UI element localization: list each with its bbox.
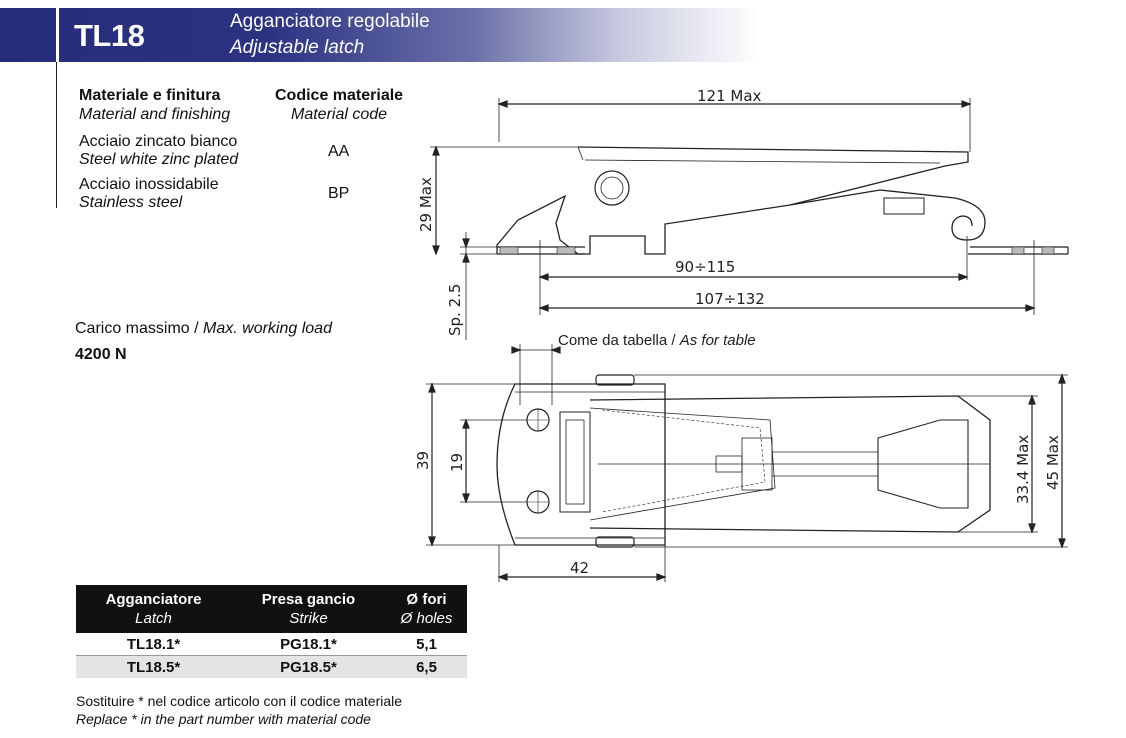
max-load-value: 4200 N: [75, 346, 127, 363]
dim-90-text: 90÷115: [675, 258, 735, 276]
title-italian: Agganciatore regolabile: [230, 11, 430, 32]
product-code-box: [56, 8, 163, 62]
product-code: TL18: [74, 18, 145, 53]
cell-latch: TL18.1*: [76, 633, 231, 656]
pin-bottom: [595, 536, 635, 548]
dim-19-text: 19: [448, 453, 466, 472]
title-english: Adjustable latch: [230, 37, 365, 58]
dim-sp-text: Sp. 2.5: [446, 284, 464, 336]
material-1-code: AA: [328, 143, 350, 160]
material-header-en: Material and finishing: [79, 106, 231, 123]
dim-334-text: 33.4 Max: [1014, 435, 1032, 504]
hook-outline: [789, 189, 986, 241]
dim-107-text: 107÷132: [695, 290, 765, 308]
material-1-it: Acciaio zincato bianco: [79, 133, 238, 150]
cell-strike: PG18.1*: [231, 633, 386, 656]
max-load-label: Carico massimo / Max. working load: [75, 320, 332, 338]
material-2-code: BP: [328, 185, 350, 202]
pin-top: [595, 374, 635, 386]
lever-outline: [496, 146, 969, 255]
footnote-it: Sostituire * nel codice articolo con il …: [76, 693, 403, 709]
footnote-en: Replace * in the part number with materi…: [76, 711, 371, 727]
technical-drawing: 121 Max 29 Max Sp. 2.5 90÷115 107÷132 Co…: [414, 87, 1069, 582]
material-1-en: Steel white zinc plated: [79, 151, 239, 168]
table-row: TL18.5* PG18.5* 6,5: [76, 655, 467, 678]
lever-top-outline: [589, 395, 991, 533]
note-table-text: Come da tabella / As for table: [558, 332, 756, 349]
header-bar: [0, 8, 760, 62]
cell-strike: PG18.5*: [231, 655, 386, 678]
dim-29-text: 29 Max: [417, 177, 435, 232]
cell-holes: 5,1: [386, 633, 467, 656]
code-header-en: Material code: [291, 106, 388, 123]
hook-top: [877, 419, 969, 509]
max-load-label-en: Max. working load: [203, 320, 332, 337]
max-load-label-it: Carico massimo /: [75, 320, 204, 337]
table-row: TL18.1* PG18.1* 5,1: [76, 633, 467, 656]
code-header-it: Codice materiale: [275, 87, 404, 104]
material-header-it: Materiale e finitura: [79, 87, 221, 104]
cell-holes: 6,5: [386, 655, 467, 678]
cell-latch: TL18.5*: [76, 655, 231, 678]
note-en: As for table: [679, 332, 756, 349]
note-it: Come da tabella /: [558, 332, 680, 349]
dim-121-text: 121 Max: [697, 87, 762, 105]
material-2-it: Acciaio inossidabile: [79, 176, 219, 193]
dim-42-text: 42: [570, 559, 589, 577]
pivot-hole: [594, 170, 630, 206]
dim-39-text: 39: [414, 451, 432, 470]
dim-45-text: 45 Max: [1044, 435, 1062, 490]
base-outline: [496, 383, 666, 546]
material-2-en: Stainless steel: [79, 194, 183, 211]
left-divider: [56, 62, 57, 208]
